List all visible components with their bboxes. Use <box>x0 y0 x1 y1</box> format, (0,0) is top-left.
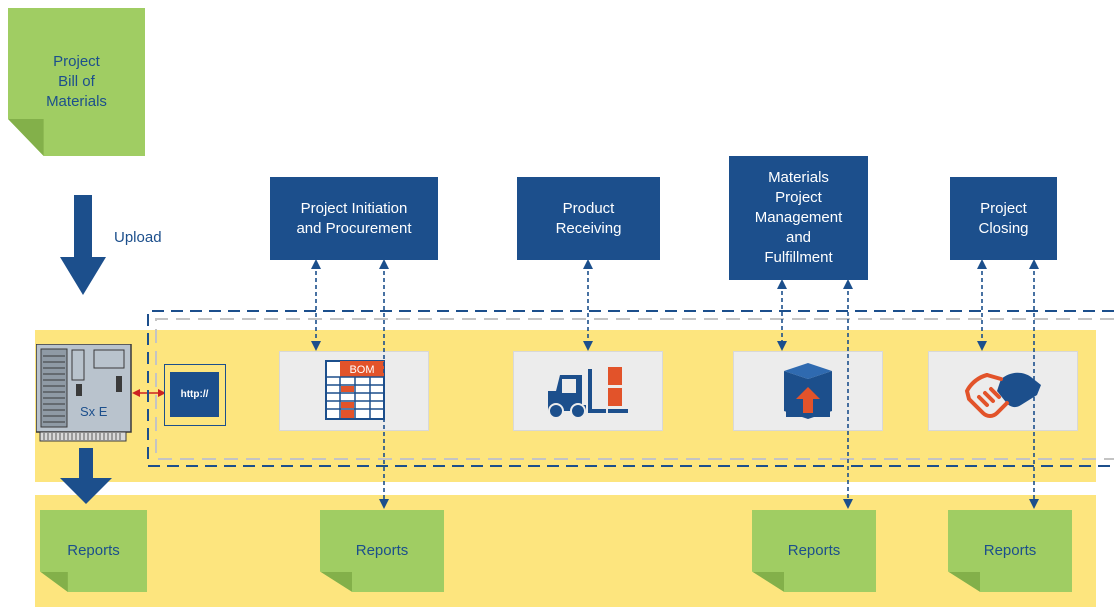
receiving-card <box>513 351 663 431</box>
package-upload-icon <box>784 363 832 419</box>
step-project-closing: Project Closing <box>950 177 1057 260</box>
browser-label: http:// <box>180 389 209 400</box>
report-label: Reports <box>983 542 1037 559</box>
step-product-receiving: Product Receiving <box>517 177 660 260</box>
reports-arrow <box>79 448 93 478</box>
report-note-4: Reports <box>948 510 1072 592</box>
bom-table-icon: BOM <box>325 360 385 420</box>
upload-label: Upload <box>114 229 162 246</box>
server-label: Sx E <box>80 404 108 419</box>
browser-icon: http:// <box>164 364 226 426</box>
closing-card <box>928 351 1078 431</box>
bom-note-label: Project Bill of Materials <box>46 53 107 110</box>
upload-arrow <box>60 195 106 295</box>
integration-boundary-blue <box>147 310 1114 467</box>
reports-band <box>35 495 1096 607</box>
bom-card: BOM <box>279 351 429 431</box>
report-label: Reports <box>67 542 120 559</box>
forklift-icon <box>548 367 628 419</box>
integration-boundary-gray <box>155 318 1114 460</box>
report-note-3: Reports <box>752 510 876 592</box>
report-label: Reports <box>355 542 409 559</box>
step-materials-management: Materials Project Management and Fulfill… <box>729 156 868 280</box>
step-project-initiation: Project Initiation and Procurement <box>270 177 438 260</box>
bom-label: BOM <box>349 364 374 376</box>
report-label: Reports <box>787 542 841 559</box>
bom-note: Project Bill of Materials <box>8 8 145 156</box>
fulfillment-card <box>733 351 883 431</box>
server-board-icon: Sx E <box>35 343 134 444</box>
